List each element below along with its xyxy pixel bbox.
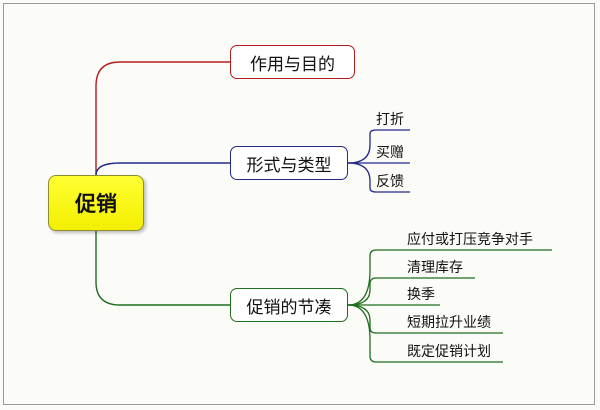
connector-root-to-b2 bbox=[95, 162, 230, 176]
leaf-node[interactable]: 反馈 bbox=[372, 170, 432, 192]
leaf-node[interactable]: 短期拉升业绩 bbox=[403, 311, 513, 333]
branch-label: 促销的节凑 bbox=[246, 297, 332, 318]
connector-root-to-b3 bbox=[95, 231, 230, 306]
branch-node-rhythm[interactable]: 促销的节凑 bbox=[230, 288, 348, 322]
leaf-node[interactable]: 既定促销计划 bbox=[403, 340, 513, 362]
leaf-node[interactable]: 换季 bbox=[403, 283, 453, 305]
branch-node-purpose[interactable]: 作用与目的 bbox=[230, 45, 355, 79]
branch-node-types[interactable]: 形式与类型 bbox=[230, 146, 348, 180]
branch-label: 作用与目的 bbox=[250, 54, 335, 75]
branch-label: 形式与类型 bbox=[246, 155, 332, 176]
leaf-label: 打折 bbox=[376, 112, 404, 128]
leaf-node[interactable]: 应付或打压竞争对手 bbox=[403, 228, 563, 250]
connector-b3-to-leaf-0 bbox=[347, 249, 552, 306]
leaf-label: 既定促销计划 bbox=[407, 344, 491, 360]
root-node[interactable]: 促销 bbox=[48, 175, 144, 231]
leaf-label: 买赠 bbox=[376, 145, 404, 161]
leaf-node[interactable]: 打折 bbox=[372, 108, 432, 130]
connector-b3-to-leaf-1 bbox=[347, 277, 475, 306]
leaf-label: 短期拉升业绩 bbox=[407, 315, 491, 331]
connector-root-to-b1 bbox=[95, 61, 230, 175]
leaf-label: 清理库存 bbox=[407, 260, 463, 276]
connector-b2-to-leaf-2 bbox=[347, 162, 410, 193]
leaf-label: 反馈 bbox=[376, 174, 404, 190]
leaf-label: 换季 bbox=[407, 287, 435, 303]
leaf-node[interactable]: 买赠 bbox=[372, 141, 432, 163]
connector-b3-to-leaf-4 bbox=[347, 304, 503, 363]
connector-b3-to-leaf-3 bbox=[347, 304, 503, 334]
connector-b2-to-leaf-0 bbox=[347, 129, 410, 164]
leaf-label: 应付或打压竞争对手 bbox=[407, 232, 533, 248]
root-label: 促销 bbox=[75, 192, 117, 216]
leaf-node[interactable]: 清理库存 bbox=[403, 256, 483, 278]
